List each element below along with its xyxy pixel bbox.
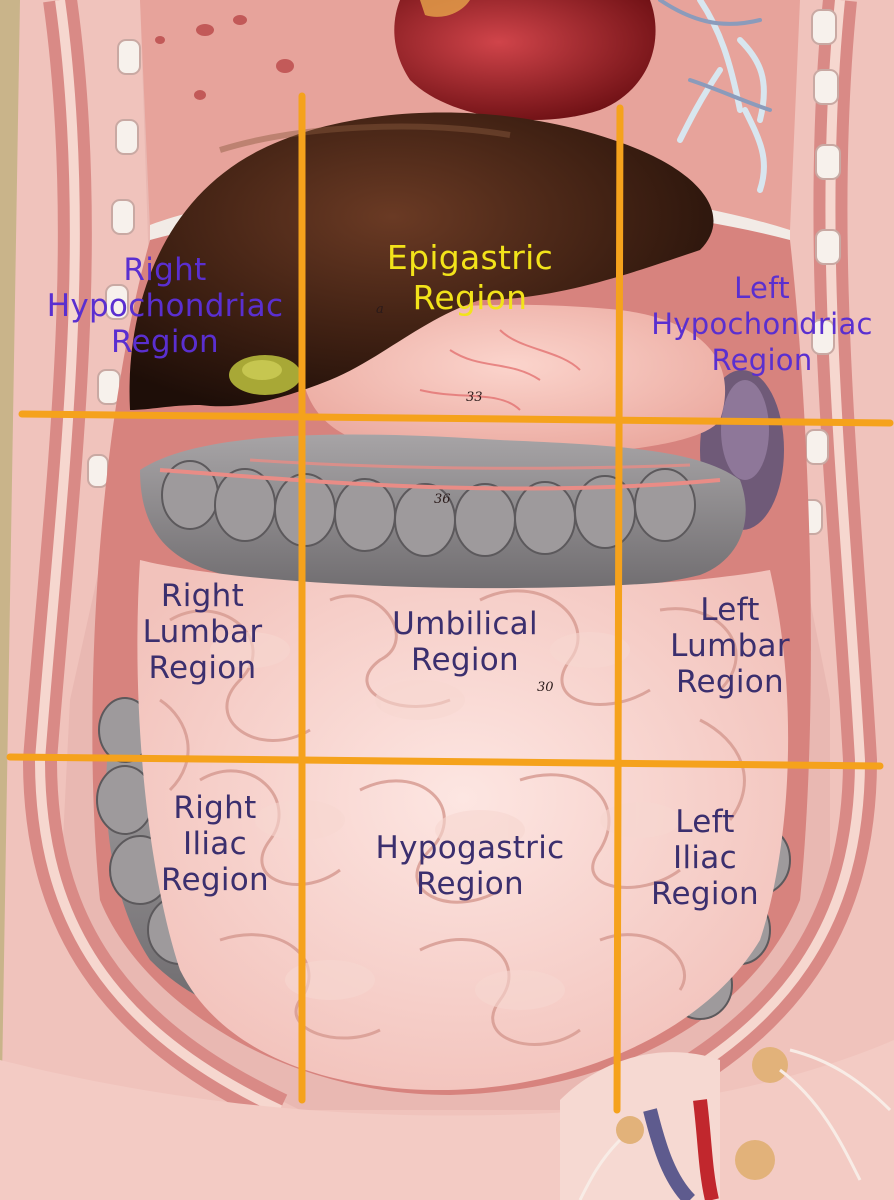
- region-label-hypogastric: Hypogastric Region: [375, 830, 565, 902]
- grid-line-horizontal-upper: [18, 410, 894, 427]
- region-label-umbilical: Umbilical Region: [392, 606, 538, 678]
- region-label-left-lumbar: Left Lumbar Region: [670, 592, 790, 700]
- region-label-right-iliac: Right Iliac Region: [161, 790, 269, 898]
- region-label-right-lumbar: Right Lumbar Region: [142, 578, 263, 686]
- region-label-left-hypochondriac: Left Hypochondriac Region: [651, 271, 873, 377]
- region-label-right-hypochondriac: Right Hypochondriac Region: [46, 252, 284, 360]
- model-tag-33: 33: [466, 390, 483, 405]
- grid-line-horizontal-lower: [6, 753, 884, 770]
- model-tag-30: 30: [537, 680, 554, 695]
- grid-line-vertical-right: [613, 104, 624, 1114]
- model-tag-36: 36: [434, 492, 451, 507]
- model-tag-a: a: [376, 302, 384, 317]
- region-label-left-iliac: Left Iliac Region: [651, 804, 759, 912]
- region-label-epigastric: Epigastric Region: [386, 238, 554, 317]
